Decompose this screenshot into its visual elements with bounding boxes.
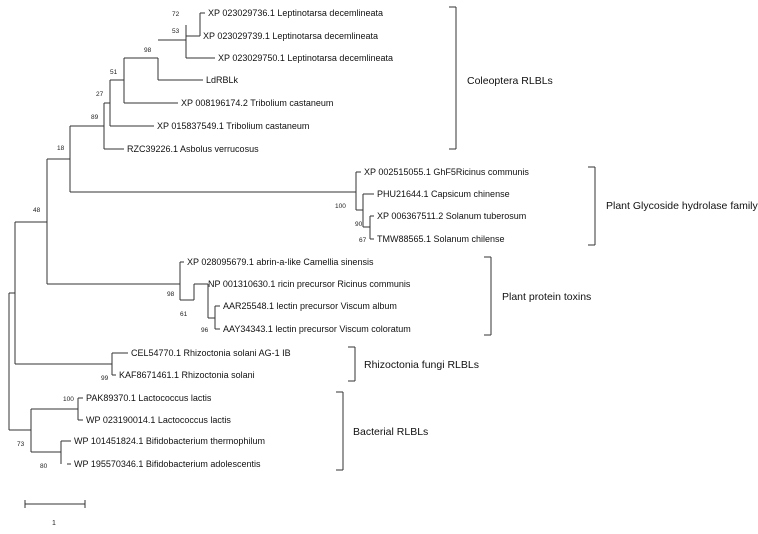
taxon-label: XP 002515055.1 GhF5Ricinus communis [364,167,529,177]
bootstrap-value: 48 [33,207,41,214]
taxon-label: LdRBLk [206,75,239,85]
group-label-coleoptera: Coleoptera RLBLs [467,75,553,87]
bootstrap-value: 18 [57,145,65,152]
bootstrap-value: 89 [91,114,99,121]
bootstrap-values: 72 53 98 51 27 89 18 48 100 90 67 98 61 … [17,11,367,470]
bootstrap-value: 73 [17,441,25,448]
taxon-label: NP 001310630.1 ricin precursor Ricinus c… [208,279,411,289]
taxon-label: KAF8671461.1 Rhizoctonia solani [119,370,255,380]
group-labels: Coleoptera RLBLs Plant Glycoside hydrola… [353,75,758,438]
bootstrap-value: 80 [40,463,48,470]
branches [8,6,596,508]
group-label-rhizoctonia: Rhizoctonia fungi RLBLs [364,359,479,371]
bootstrap-value: 98 [167,291,175,298]
bootstrap-value: 100 [335,203,346,210]
taxon-label: XP 023029750.1 Leptinotarsa decemlineata [218,53,393,63]
taxon-label: XP 008196174.2 Tribolium castaneum [181,98,333,108]
taxon-label: AAR25548.1 lectin precursor Viscum album [223,301,397,311]
taxon-label: XP 023029736.1 Leptinotarsa decemlineata [208,8,383,18]
scale-bar-label: 1 [52,520,56,527]
taxon-label: PHU21644.1 Capsicum chinense [377,189,510,199]
taxon-label: XP 028095679.1 abrin-a-like Camellia sin… [187,257,374,267]
taxon-label: XP 023029739.1 Leptinotarsa decemlineata [203,31,378,41]
bootstrap-value: 27 [96,91,104,98]
taxon-label: XP 006367511.2 Solanum tuberosum [377,211,526,221]
bootstrap-value: 98 [144,47,152,54]
group-label-bacterial: Bacterial RLBLs [353,426,428,438]
bootstrap-value: 99 [101,375,109,382]
bootstrap-value: 51 [110,69,118,76]
taxon-label: WP 101451824.1 Bifidobacterium thermophi… [74,436,265,446]
bootstrap-value: 53 [172,28,180,35]
bootstrap-value: 96 [201,327,209,334]
taxon-label: XP 015837549.1 Tribolium castaneum [157,121,309,131]
taxon-label: RZC39226.1 Asbolus verrucosus [127,144,259,154]
bootstrap-value: 90 [355,221,363,228]
bootstrap-value: 61 [180,311,188,318]
taxon-labels: XP 023029736.1 Leptinotarsa decemlineata… [74,8,529,469]
taxon-label: PAK89370.1 Lactococcus lactis [86,393,212,403]
taxon-label: WP 023190014.1 Lactococcus lactis [86,415,231,425]
taxon-label: CEL54770.1 Rhizoctonia solani AG-1 IB [131,348,291,358]
bootstrap-value: 100 [63,396,74,403]
taxon-label: AAY34343.1 lectin precursor Viscum color… [223,324,411,334]
group-label-plant-gh5: Plant Glycoside hydrolase family 5 [606,200,758,212]
bootstrap-value: 67 [359,237,367,244]
bootstrap-value: 72 [172,11,180,18]
group-label-plant-toxins: Plant protein toxins [502,291,591,303]
taxon-label: TMW88565.1 Solanum chilense [377,234,505,244]
taxon-label: WP 195570346.1 Bifidobacterium adolescen… [74,459,261,469]
